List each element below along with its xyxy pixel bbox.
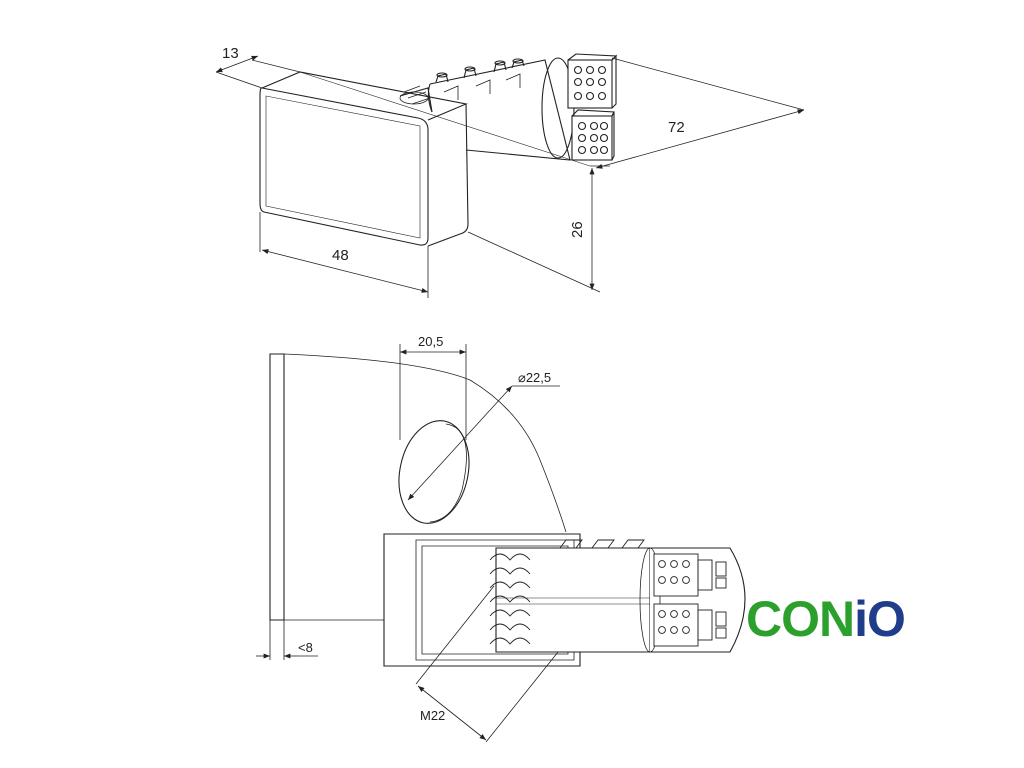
mounting-dimensions (256, 344, 560, 743)
conio-logo: CONiO (746, 591, 906, 647)
thread-ridges (489, 553, 531, 645)
logo-part-con: CON (746, 591, 854, 647)
top-view-dimensions (215, 55, 805, 298)
top-isometric-view (259, 53, 618, 247)
dim-panel-thickness-label: <8 (298, 640, 313, 655)
svg-text:CONiO: CONiO (746, 591, 905, 647)
mounting-view (269, 353, 746, 667)
dim-diameter-label: ⌀22,5 (518, 370, 551, 385)
dim-48-label: 48 (332, 247, 349, 264)
bezel-top-edge (261, 71, 468, 121)
bezel-right-side (427, 103, 469, 247)
thread-ring (399, 91, 429, 105)
dim-thread-label: M22 (420, 708, 445, 723)
terminal-block-upper (653, 553, 727, 597)
contact-posts (435, 58, 525, 100)
terminal-block-lower (653, 603, 727, 647)
threaded-cylinder (495, 547, 651, 653)
thread-body (399, 87, 433, 113)
mounting-panel (269, 353, 285, 621)
dim-20-5-label: 20,5 (418, 334, 443, 349)
dim-72-label: 72 (668, 119, 685, 136)
terminal-block-bottom (571, 109, 615, 161)
bezel-front-face (259, 87, 429, 246)
cylinder-body (429, 59, 571, 161)
bezel-inner-rim (265, 95, 421, 239)
terminal-block-top (567, 53, 618, 109)
dim-13-label: 13 (222, 45, 239, 62)
dim-26-label: 26 (569, 221, 586, 238)
logo-part-io: iO (854, 591, 905, 647)
